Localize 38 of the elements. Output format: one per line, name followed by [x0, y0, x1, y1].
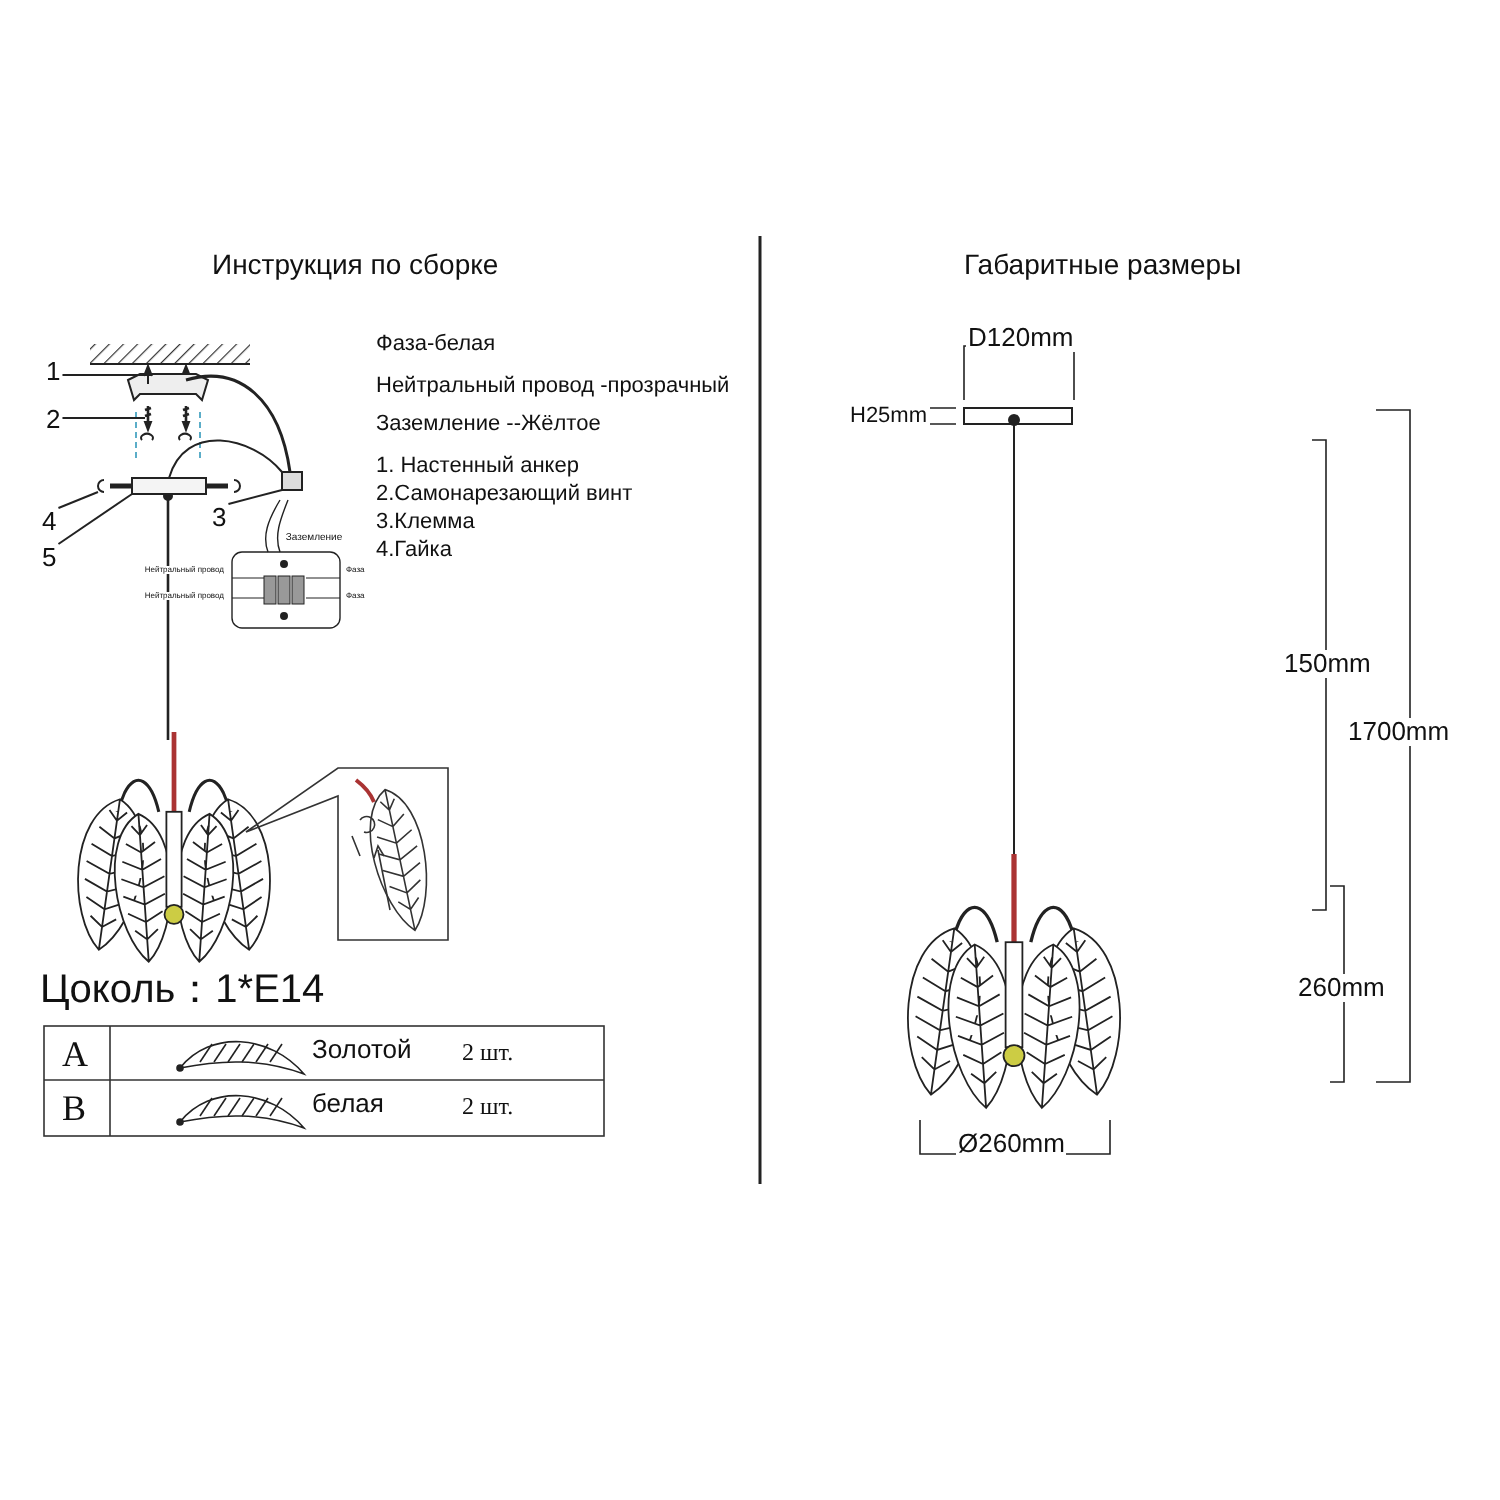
parts-list-item: 3.Клемма: [376, 510, 475, 535]
wire-note: Фаза-белая: [376, 332, 496, 357]
callout-number: 2: [46, 406, 61, 435]
canopy-plate-drawing: [131, 477, 207, 495]
dimension-label: Ø260mm: [956, 1130, 1067, 1159]
leader-line: [61, 417, 146, 419]
screw-drawing: [143, 404, 153, 433]
cable: [168, 439, 283, 479]
section-heading: Габаритные размеры: [964, 250, 1242, 281]
section-heading: Инструкция по сборке: [212, 250, 499, 281]
dimension-label: D120mm: [966, 324, 1076, 353]
parts-list-item: 4.Гайка: [376, 538, 452, 563]
table-text: B: [62, 1090, 87, 1130]
callout-number: 1: [46, 358, 61, 387]
terminal-connector: [281, 471, 303, 491]
callout-number: 5: [42, 544, 57, 573]
dimension-label: 1700mm: [1346, 718, 1452, 747]
leader-line: [57, 491, 99, 509]
leader-line: [61, 374, 145, 376]
callout-number: 4: [42, 508, 57, 537]
table-text: A: [62, 1036, 88, 1076]
dimension-label: 260mm: [1296, 974, 1387, 1003]
table-text: 2 шт.: [462, 1094, 514, 1121]
table-text: 2 шт.: [462, 1040, 514, 1067]
callout-number: 3: [212, 504, 227, 533]
wall-anchor-drawing: [143, 363, 153, 385]
nut-drawing: [97, 479, 132, 493]
leader-line: [227, 489, 283, 505]
socket-label: Цоколь：1*E14: [40, 968, 325, 1012]
leader-line: [57, 493, 133, 545]
parts-list-item: 2.Самонарезающий винт: [376, 482, 633, 507]
parts-list-item: 1. Настенный анкер: [376, 454, 579, 479]
dimension-label: H25mm: [848, 404, 930, 429]
table-text: Золотой: [312, 1036, 412, 1065]
wire-note: Заземление --Жёлтое: [376, 412, 601, 437]
wire-note: Нейтральный провод -прозрачный: [376, 374, 730, 399]
table-text: белая: [312, 1090, 384, 1119]
dimension-label: 150mm: [1282, 650, 1373, 679]
